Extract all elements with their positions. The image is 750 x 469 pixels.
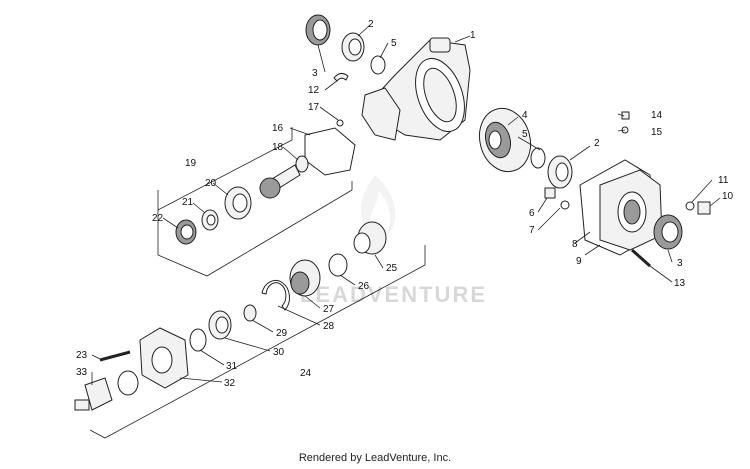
callout-18: 18 xyxy=(272,142,284,153)
callout-12: 12 xyxy=(308,85,320,96)
washer-part-11 xyxy=(685,201,695,211)
callout-29: 29 xyxy=(276,328,288,339)
hub-part-25 xyxy=(353,221,387,255)
callout-10: 10 xyxy=(722,191,734,202)
bearing-part-18 xyxy=(295,155,309,173)
callout-24: 24 xyxy=(300,368,312,379)
callout-3: 3 xyxy=(677,258,683,269)
watermark-flame-logo xyxy=(360,175,396,240)
callout-30: 30 xyxy=(273,347,285,358)
bearing-part-30 xyxy=(208,310,232,340)
seal-part-3-top xyxy=(305,14,331,46)
callout-22: 22 xyxy=(152,213,164,224)
bearing-part-2-right xyxy=(547,155,573,189)
leader-lines xyxy=(91,24,721,385)
callout-20: 20 xyxy=(205,178,217,189)
callout-14: 14 xyxy=(651,110,663,121)
callout-8: 8 xyxy=(572,239,578,250)
callout-25: 25 xyxy=(386,263,398,274)
clip-part-12 xyxy=(333,72,349,82)
callout-4: 4 xyxy=(522,110,528,121)
bearing-part-2-top xyxy=(341,32,365,62)
callout-21: 21 xyxy=(182,197,194,208)
pinion-gear-part-19 xyxy=(259,164,301,199)
ring-part-31 xyxy=(189,328,207,352)
callout-26: 26 xyxy=(358,281,370,292)
ring-gear-part-4 xyxy=(478,107,532,173)
ring-part-26 xyxy=(328,253,348,277)
callout-28: 28 xyxy=(323,321,335,332)
callout-2-top: 2 xyxy=(368,19,374,30)
bolt-part-23 xyxy=(99,350,131,362)
gasket-part-16 xyxy=(304,127,356,176)
callout-17: 17 xyxy=(308,102,320,113)
callout-32: 32 xyxy=(224,378,236,389)
callout-15: 15 xyxy=(651,127,663,138)
callout-33: 33 xyxy=(76,367,88,378)
callout-16: 16 xyxy=(272,123,284,134)
housing-part-32 xyxy=(139,327,189,389)
pin-part-17 xyxy=(336,119,344,127)
callout-9: 9 xyxy=(576,256,582,267)
cover-part-9 xyxy=(579,159,663,256)
callout-5-top: 5 xyxy=(391,38,397,49)
washer-part-7 xyxy=(560,200,570,210)
seal-part-3-right xyxy=(653,214,683,250)
snap-ring-part-28 xyxy=(261,280,290,311)
bearing-part-21 xyxy=(201,209,219,231)
group-bracket-19-lower xyxy=(157,181,353,277)
callout-31: 31 xyxy=(226,361,238,372)
nut-part-10 xyxy=(697,201,711,215)
watermark-text: LEADVENTURE xyxy=(300,282,487,307)
ring-part-5-top xyxy=(370,55,386,75)
callout-5: 5 xyxy=(522,129,528,140)
callout-labels: 1 2 3 5 4 5 2 12 17 16 18 19 20 21 22 14… xyxy=(76,19,734,389)
callout-23: 23 xyxy=(76,350,88,361)
seal-part-22 xyxy=(175,219,197,245)
callout-1: 1 xyxy=(470,30,476,41)
callout-13: 13 xyxy=(674,278,686,289)
rendered-by-credit: Rendered by LeadVenture, Inc. xyxy=(298,452,452,464)
ring-part-5-right xyxy=(530,147,546,169)
callout-2: 2 xyxy=(594,138,600,149)
nut-part-6 xyxy=(544,187,556,199)
callout-11: 11 xyxy=(718,175,729,186)
flange-part-33 xyxy=(74,370,139,411)
main-housing-part-1 xyxy=(361,37,471,141)
group-bracket-19 xyxy=(157,127,293,211)
callout-19: 19 xyxy=(185,158,197,169)
callout-7: 7 xyxy=(529,225,535,236)
bolt-part-13 xyxy=(631,248,651,268)
callout-6: 6 xyxy=(529,208,535,219)
callout-3-top: 3 xyxy=(312,68,318,79)
clutch-part-27 xyxy=(289,259,321,297)
callout-27: 27 xyxy=(323,304,335,315)
group-bracket-24 xyxy=(89,245,426,439)
bushing-part-29 xyxy=(243,304,257,322)
bearing-part-20 xyxy=(224,186,252,220)
